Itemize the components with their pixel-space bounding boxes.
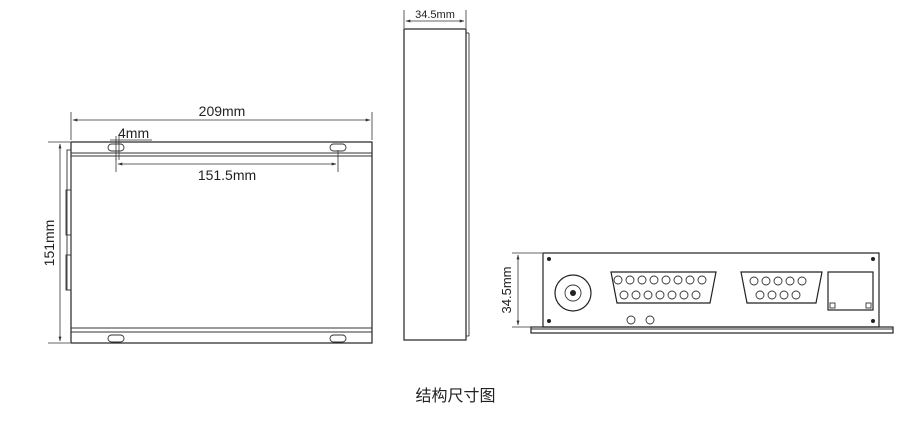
- db15-connector-icon: [610, 271, 717, 304]
- front-view: [530, 252, 894, 334]
- side-connector-block-2: [65, 254, 72, 291]
- db9-connector-icon: [740, 271, 823, 304]
- ethernet-port-icon: [827, 271, 874, 311]
- front-mount-hole-left-bottom: [547, 319, 551, 323]
- dimension-slot-width: 4mm: [110, 125, 152, 160]
- dimension-width-label: 209mm: [199, 103, 246, 119]
- front-view-base-flange: [530, 326, 894, 334]
- dimension-thickness-side-label: 34.5mm: [499, 267, 514, 314]
- dimension-height: 151mm: [41, 141, 70, 344]
- dimension-slot-pitch: 151.5mm: [115, 150, 339, 183]
- indicator-led-2: [645, 315, 655, 325]
- side-connector-block-1: [65, 189, 72, 236]
- mounting-slot-bottom-left: [107, 334, 125, 343]
- dimension-thickness-top: 34.5mm: [403, 9, 467, 28]
- dimension-slot-width-label: 4mm: [118, 125, 149, 141]
- side-view: [403, 28, 470, 341]
- antenna-connector-icon: [554, 274, 592, 312]
- mounting-slot-bottom-right: [329, 334, 347, 343]
- top-view: [65, 141, 373, 344]
- indicator-led-1: [626, 315, 636, 325]
- side-view-outline: [403, 28, 467, 341]
- front-mount-hole-right-top: [871, 257, 875, 261]
- dimension-thickness-side: 34.5mm: [499, 252, 542, 328]
- dimension-thickness-top-label: 34.5mm: [415, 9, 455, 21]
- front-mount-hole-right-bottom: [871, 319, 875, 323]
- drawing-caption: 结构尺寸图: [415, 386, 496, 405]
- dimension-height-label: 151mm: [41, 220, 57, 267]
- dimension-width: 209mm: [70, 103, 373, 140]
- mounting-slot-top-right: [329, 143, 347, 152]
- dimension-slot-pitch-label: 151.5mm: [198, 167, 256, 183]
- front-mount-hole-left-top: [547, 257, 551, 261]
